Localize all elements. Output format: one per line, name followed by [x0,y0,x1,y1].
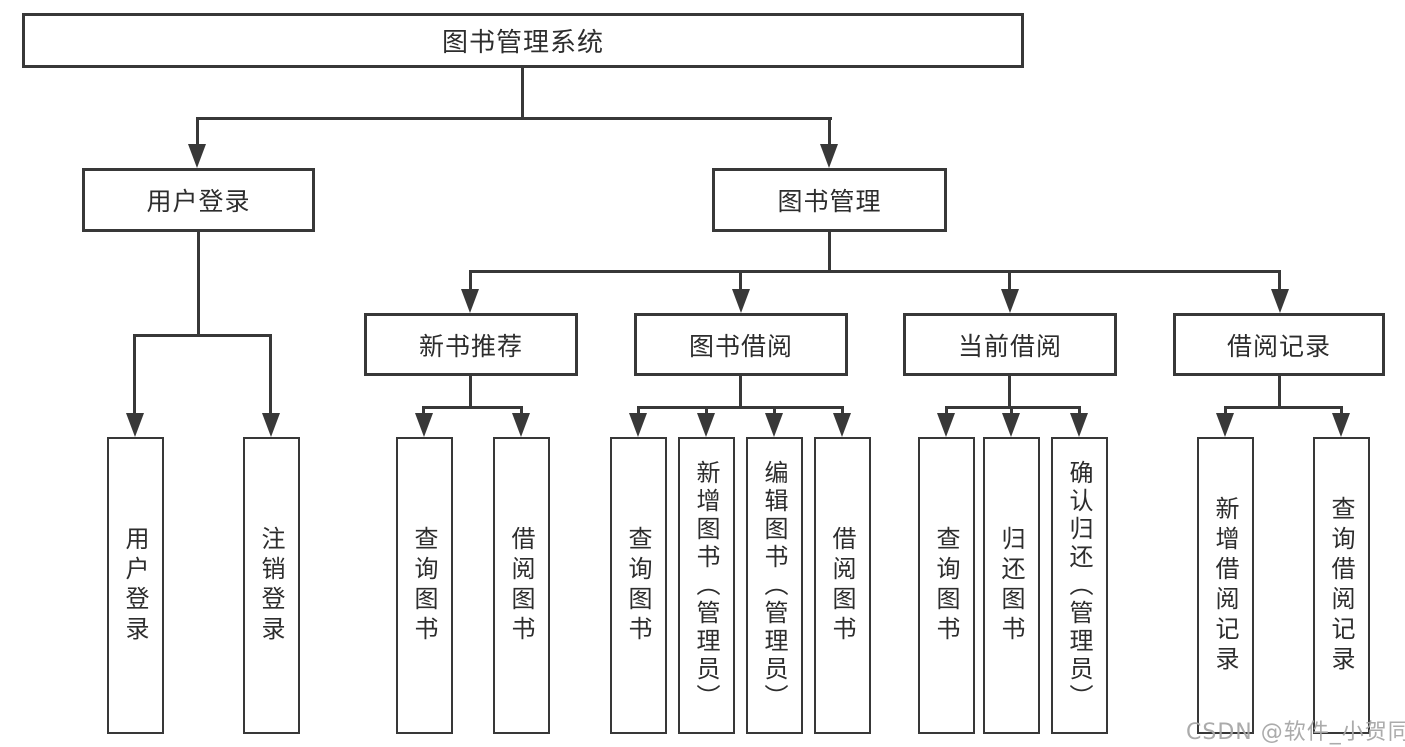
connector-root-hline [196,117,832,120]
connector-level3-hline [469,270,1281,273]
leaf-borrow-books-recommend: 借阅图书 [493,437,550,734]
connector-leaf-stub [945,406,948,417]
connector-level3-stub [469,270,472,292]
leaf-query-borrow-record: 查询借阅记录 [1313,437,1370,734]
leaf-add-books-admin: 新增图书（管理员） [678,437,735,734]
connector-level3-stub [739,270,742,292]
connector-leaf-stub [422,406,425,417]
connector-recommend-hline [422,406,523,409]
node-user-login: 用户登录 [82,168,315,232]
arrow-down-icon [1271,289,1289,313]
node-root: 图书管理系统 [22,13,1024,68]
arrow-down-icon [937,413,955,437]
arrow-down-icon [415,413,433,437]
connector-userlogin-stub [196,117,199,148]
connector-recommend-vline [469,376,472,409]
arrow-down-icon [820,144,838,168]
arrow-down-icon [262,413,280,437]
leaf-edit-books-admin: 编辑图书（管理员） [746,437,803,734]
connector-borrowing-hline [637,406,844,409]
connector-leaf-stub [1224,406,1227,417]
node-book-management: 图书管理 [712,168,947,232]
leaf-query-books-recommend: 查询图书 [396,437,453,734]
arrow-down-icon [765,413,783,437]
connector-bookmgmt-stub [828,117,831,148]
node-book-borrowing: 图书借阅 [634,313,848,376]
arrow-down-icon [188,144,206,168]
arrow-down-icon [1001,289,1019,313]
leaf-user-login: 用户登录 [107,437,164,734]
connector-leaf-stub [1078,406,1081,417]
arrow-down-icon [1332,413,1350,437]
leaf-confirm-return-admin: 确认归还（管理员） [1051,437,1108,734]
connector-userlogin-vline [197,232,200,337]
connector-bookmgmt-vline [828,232,831,273]
arrow-down-icon [1216,413,1234,437]
connector-leaf-stub [520,406,523,417]
arrow-down-icon [833,413,851,437]
leaf-borrow-books-borrowing: 借阅图书 [814,437,871,734]
leaf-add-borrow-record: 新增借阅记录 [1197,437,1254,734]
connector-leaf-stub [1010,406,1013,417]
leaf-return-books: 归还图书 [983,437,1040,734]
node-current-borrowing: 当前借阅 [903,313,1117,376]
connector-records-hline [1224,406,1342,409]
watermark: CSDN @软件_小贺同学 [1186,720,1405,745]
connector-leaf-stub [705,406,708,417]
node-new-book-recommend: 新书推荐 [364,313,578,376]
connector-level3-stub [1278,270,1281,292]
leaf-logout: 注销登录 [243,437,300,734]
arrow-down-icon [697,413,715,437]
connector-leaf-stub [1340,406,1343,417]
leaf-query-books-borrowing: 查询图书 [610,437,667,734]
arrow-down-icon [629,413,647,437]
node-borrowing-records: 借阅记录 [1173,313,1385,376]
arrow-down-icon [1070,413,1088,437]
arrow-down-icon [126,413,144,437]
connector-current-hline [945,406,1081,409]
connector-leaf-stub [841,406,844,417]
connector-leaf-stub [269,334,272,415]
connector-leaf-stub [637,406,640,417]
connector-level3-stub [1008,270,1011,292]
leaf-query-books-current: 查询图书 [918,437,975,734]
arrow-down-icon [461,289,479,313]
connector-current-vline [1008,376,1011,409]
connector-leaf-stub [133,334,136,415]
arrow-down-icon [1002,413,1020,437]
connector-records-vline [1278,376,1281,409]
connector-borrowing-vline [739,376,742,409]
connector-userlogin-hline [133,334,272,337]
arrow-down-icon [732,289,750,313]
connector-leaf-stub [773,406,776,417]
connector-root-vline [521,68,524,120]
arrow-down-icon [512,413,530,437]
